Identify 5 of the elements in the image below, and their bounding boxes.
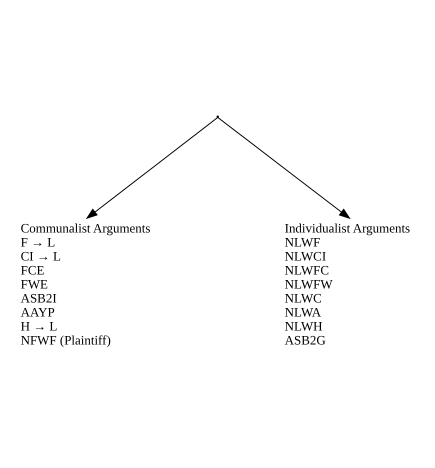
node-point	[216, 116, 219, 118]
node-text: Communalist Arguments F → L CI → L FCE FWE ASB2I AAYP H → L NFWF (Plaintiff)	[20, 220, 150, 348]
arrow	[86, 117, 218, 220]
node-text: Individualist Arguments NLWF NLWCI NLWFC NLWFW NLWC NLWA NLWH ASB2G	[284, 220, 410, 348]
arrow	[217, 117, 351, 220]
